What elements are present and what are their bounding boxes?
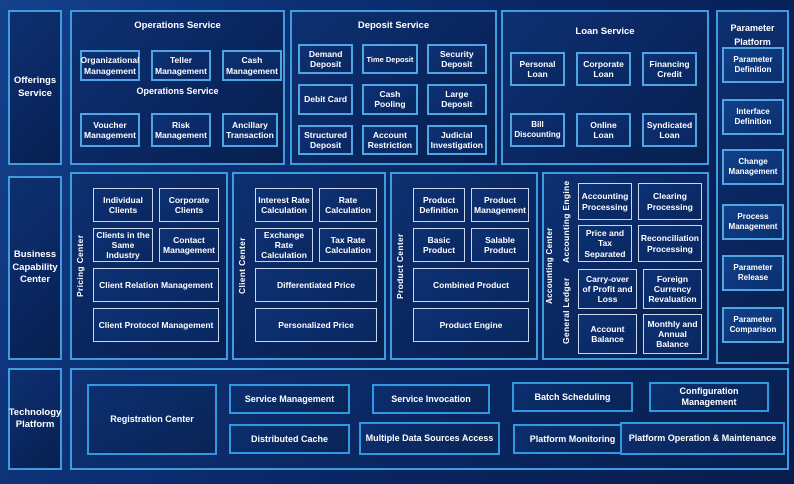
box-judicial-investigation: Judicial Investigation [426,124,487,155]
box-product-management: Product Management [471,188,529,222]
box-service-invocation: Service Invocation [372,384,490,414]
box-registration-center: Registration Center [87,384,217,455]
client-center-vertical-label: Client Center [237,237,247,295]
box-product-engine: Product Engine [413,308,529,342]
box-bill-discounting: Bill Discounting [510,113,565,147]
box-distributed-cache: Distributed Cache [229,424,350,454]
box-exchange-rate-calculation: Exchange Rate Calculation [255,228,313,262]
general-ledger-vertical-label: General Ledger [561,277,571,345]
box-personal-loan: Personal Loan [510,52,565,86]
loan-service-title: Loan Service [575,26,635,37]
panel-pricing-center: Pricing Center Individual Clients Corpor… [70,172,228,360]
accounting-engine-vertical-label: Accounting Engine [561,180,571,264]
box-basic-product: Basic Product [413,228,466,262]
box-reconciliation-processing: Reconciliation Processing [637,225,702,262]
box-process-management: Process Management [722,204,784,240]
deposit-grid: Demand Deposit Time Deposit Security Dep… [298,44,487,155]
panel-deposit-service: Deposit Service Demand Deposit Time Depo… [290,10,497,165]
box-demand-deposit: Demand Deposit [298,44,354,75]
box-contact-management: Contact Management [159,228,219,262]
box-debit-card: Debit Card [298,84,354,115]
general-ledger-grid: Carry-over of Profit and Loss Foreign Cu… [578,269,702,354]
pricing-center-vertical-label: Pricing Center [75,234,85,298]
panel-accounting-center: Accounting Center Accounting Engine Gene… [542,172,709,360]
box-interface-definition: Interface Definition [722,99,784,135]
box-clearing-processing: Clearing Processing [637,183,702,220]
sidebar-business-capability-center: Business Capability Center [8,176,62,360]
box-platform-operation-maintenance: Platform Operation & Maintenance [620,422,785,455]
box-individual-clients: Individual Clients [93,188,153,222]
box-configuration-management: Configuration Management [649,382,769,412]
box-rate-calculation: Rate Calculation [319,188,377,222]
box-parameter-definition: Parameter Definition [722,47,784,83]
panel-client-center: Client Center Interest Rate Calculation … [232,172,386,360]
box-salable-product: Salable Product [471,228,529,262]
client-center-grid: Interest Rate Calculation Rate Calculati… [255,188,377,342]
loan-grid: Personal Loan Corporate Loan Financing C… [510,52,697,147]
accounting-center-vertical-label: Accounting Center [545,227,554,305]
box-account-restriction: Account Restriction [362,124,418,155]
panel-parameter-platform: Parameter Platform Parameter Definition … [716,10,789,364]
deposit-service-title: Deposit Service [357,20,430,31]
box-service-management: Service Management [229,384,350,414]
box-monthly-annual-balance: Monthly and Annual Balance [643,314,702,354]
box-carry-over-profit-loss: Carry-over of Profit and Loss [578,269,637,309]
box-platform-monitoring: Platform Monitoring [513,424,632,454]
panel-loan-service: Loan Service Personal Loan Corporate Loa… [501,10,709,165]
panel-technology-platform-services: Registration Center Service Management S… [70,368,789,470]
accounting-engine-grid: Accounting Processing Clearing Processin… [578,183,702,262]
parameter-platform-title: Parameter Platform [730,23,775,47]
box-large-deposit: Large Deposit [426,84,487,115]
box-cash-management: Cash Management [221,50,282,81]
sidebar-technology-platform: Technology Platform [8,368,62,470]
box-foreign-currency-revaluation: Foreign Currency Revaluation [643,269,702,309]
box-risk-management: Risk Management [150,113,211,147]
product-center-grid: Product Definition Product Management Ba… [413,188,529,342]
box-time-deposit: Time Deposit [362,44,418,75]
box-account-balance: Account Balance [578,314,637,354]
box-teller-management: Teller Management [151,50,211,81]
operations-service-subtitle: Operations Service [136,86,219,96]
box-change-management: Change Management [722,149,784,185]
box-client-relation-management: Client Relation Management [93,268,219,302]
box-syndicated-loan: Syndicated Loan [642,113,697,147]
box-batch-scheduling: Batch Scheduling [512,382,633,412]
panel-operations-service: Operations Service Organizational Manage… [70,10,285,165]
box-client-protocol-management: Client Protocol Management [93,308,219,342]
box-accounting-processing: Accounting Processing [578,183,632,220]
box-price-and-tax-separated: Price and Tax Separated [578,225,632,262]
box-organizational-management: Organizational Management [80,50,140,81]
sidebar-offerings-service: Offerings Service [8,10,62,165]
box-voucher-management: Voucher Management [80,113,140,147]
box-product-definition: Product Definition [413,188,466,222]
product-center-vertical-label: Product Center [395,233,405,299]
box-corporate-loan: Corporate Loan [576,52,631,86]
box-personalized-price: Personalized Price [255,308,377,342]
box-security-deposit: Security Deposit [426,44,487,75]
box-corporate-clients: Corporate Clients [159,188,219,222]
box-interest-rate-calculation: Interest Rate Calculation [255,188,313,222]
box-differentiated-price: Differentiated Price [255,268,377,302]
pricing-center-grid: Individual Clients Corporate Clients Cli… [93,188,219,342]
box-clients-same-industry: Clients in the Same Industry [93,228,153,262]
operations-row-1: Organizational Management Teller Managem… [80,50,282,81]
box-tax-rate-calculation: Tax Rate Calculation [319,228,377,262]
box-multiple-data-sources-access: Multiple Data Sources Access [359,422,500,455]
box-combined-product: Combined Product [413,268,529,302]
box-parameter-release: Parameter Release [722,255,784,291]
box-parameter-comparison: Parameter Comparison [722,307,784,343]
box-structured-deposit: Structured Deposit [298,124,354,155]
panel-product-center: Product Center Product Definition Produc… [390,172,538,360]
box-financing-credit: Financing Credit [642,52,697,86]
box-cash-pooling: Cash Pooling [362,84,418,115]
operations-service-title: Operations Service [134,20,221,31]
box-online-loan: Online Loan [576,113,631,147]
box-ancillary-transaction: Ancillary Transaction [221,113,278,147]
operations-row-2: Voucher Management Risk Management Ancil… [80,113,278,147]
